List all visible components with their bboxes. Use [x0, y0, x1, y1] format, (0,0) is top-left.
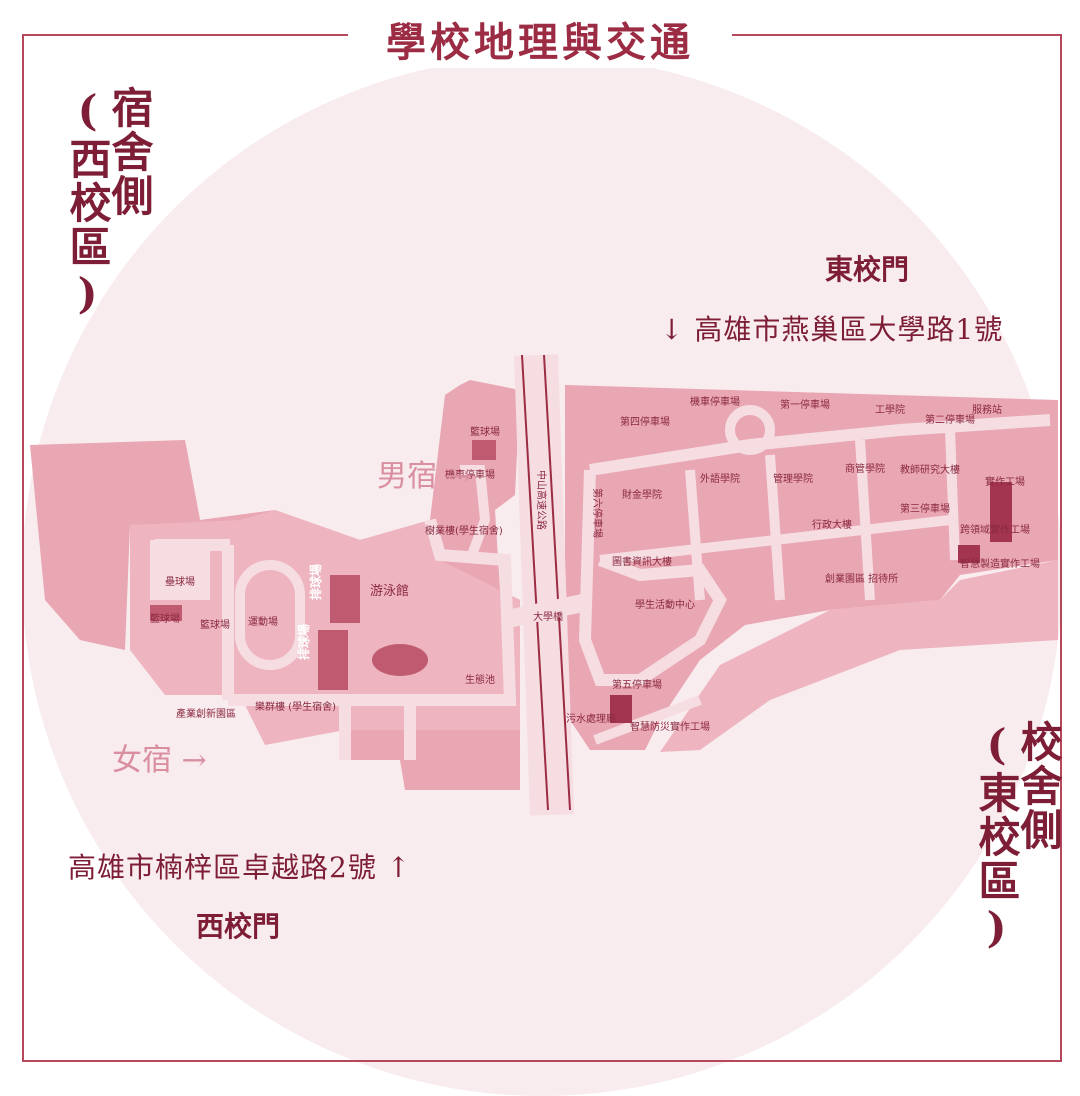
east-side-label: 校舍側(東校區)	[972, 720, 1063, 954]
label-innov: 創業園區 招待所	[825, 572, 898, 585]
label-hosp: 商管學院	[845, 462, 885, 475]
down-arrow-icon: ↓	[660, 313, 685, 346]
label-park5: 第五停車場	[612, 678, 662, 691]
label-sewage: 污水處理廠	[566, 712, 616, 725]
label-library: 圖書資訊大樓	[612, 555, 672, 568]
label-bridge: 大學橋	[533, 610, 563, 623]
west-gate-name: 西校門	[196, 910, 281, 943]
label-admin: 行政大樓	[812, 518, 852, 531]
label-vb2: 排球場	[296, 624, 311, 660]
west-side-label: 宿舍側(西校區)	[63, 86, 154, 320]
label-park2: 第二停車場	[925, 413, 975, 426]
label-lang: 外語學院	[700, 472, 740, 485]
label-edu: 教師研究大樓	[900, 463, 960, 476]
label-hoop1: 籃球場	[470, 425, 500, 438]
label-industry: 產業創新園區	[176, 707, 236, 720]
label-road: 中山高速公路	[535, 470, 548, 530]
male-dorm-label: 男宿 →	[377, 459, 472, 494]
west-gate-address: 高雄市楠梓區卓越路2號 ↑	[68, 851, 412, 884]
label-disaster: 智慧防災實作工場	[630, 720, 710, 733]
label-park3: 第三停車場	[900, 502, 950, 515]
label-parking-r: 服務站	[972, 403, 1002, 416]
label-cross: 跨領域實作工場	[960, 523, 1030, 536]
female-dorm-label: 女宿 →	[112, 743, 207, 778]
label-baseball: 壘球場	[165, 575, 195, 588]
up-arrow-icon: ↑	[386, 851, 412, 884]
label-eng: 工學院	[875, 403, 905, 416]
label-dorm-bldg: 樹業樓(學生宿舍)	[425, 524, 503, 537]
label-practice: 實作工場	[985, 475, 1025, 488]
label-tennis: 籃球場	[200, 618, 230, 631]
label-mgmt: 管理學院	[773, 472, 813, 485]
label-pond: 生態池	[465, 673, 495, 686]
label-park1: 第一停車場	[780, 398, 830, 411]
label-track: 運動場	[248, 615, 278, 628]
label-park4: 第四停車場	[620, 415, 670, 428]
label-volleyball: 籃球場	[150, 612, 180, 625]
label-smart: 智慧製造實作工場	[960, 557, 1040, 570]
bridge	[504, 593, 586, 629]
label-park6: 第六停車場	[591, 488, 604, 538]
page-title: 學校地理與交通	[348, 10, 732, 68]
east-gate-address: ↓ 高雄市燕巢區大學路1號	[660, 313, 1004, 346]
label-finance: 財金學院	[622, 488, 662, 501]
label-moto-w: 機車停車場	[445, 468, 495, 481]
label-vb1: 排球場	[308, 564, 323, 600]
label-student: 學生活動中心	[635, 598, 695, 611]
east-gate-name: 東校門	[825, 253, 910, 286]
label-moto-e: 機車停車場	[690, 395, 740, 408]
right-arrow-icon: →	[446, 459, 472, 494]
label-lejun: 樂群樓 (學生宿舍)	[255, 700, 336, 713]
label-pool: 游泳館	[370, 584, 409, 599]
right-arrow-icon: →	[181, 743, 207, 778]
